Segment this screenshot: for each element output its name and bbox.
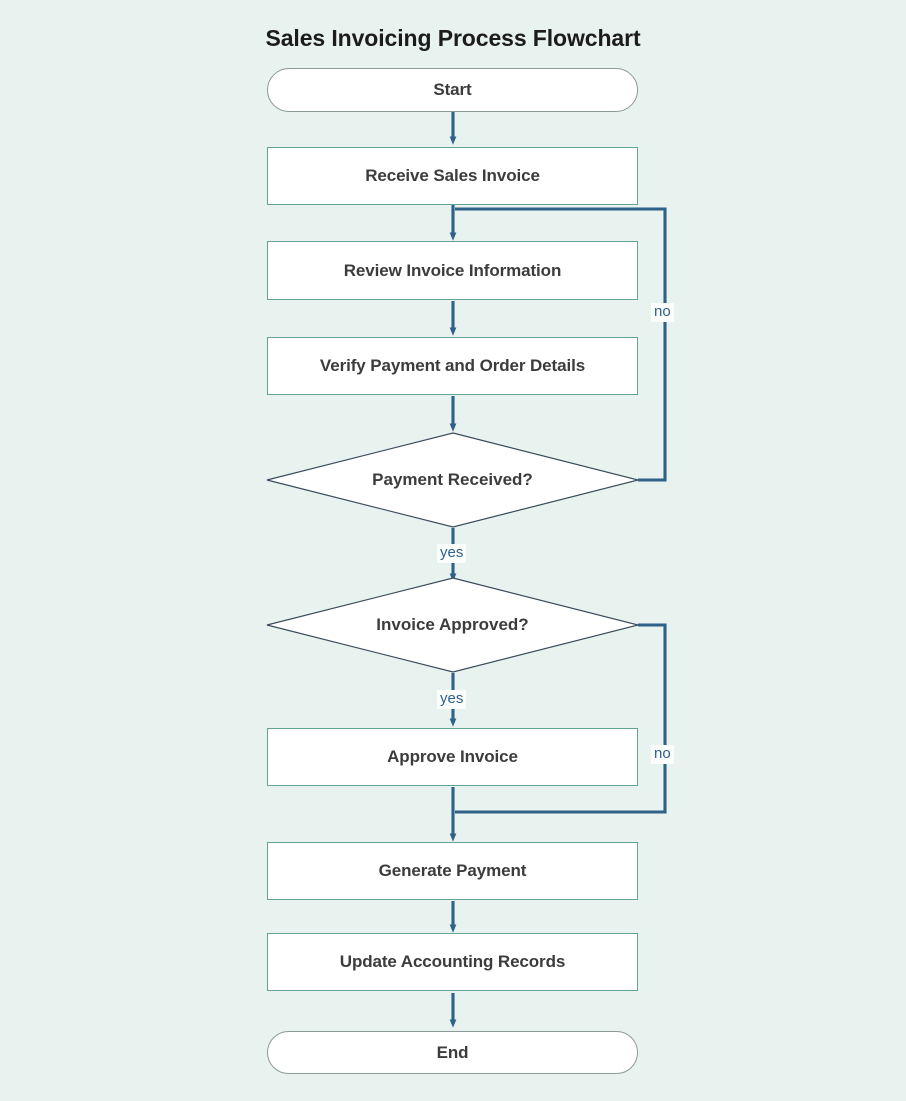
edge-payment-no xyxy=(455,207,667,482)
node-start-label: Start xyxy=(433,80,472,99)
node-generate-payment-label: Generate Payment xyxy=(378,861,527,880)
node-verify-payment-order-details-label: Verify Payment and Order Details xyxy=(319,356,586,375)
node-review-invoice-information-label: Review Invoice Information xyxy=(343,260,562,280)
node-receive-sales-invoice-label: Receive Sales Invoice xyxy=(365,166,540,185)
node-update-accounting-records-label: Update Accounting Records xyxy=(339,952,566,971)
page-title: Sales Invoicing Process Flowchart xyxy=(265,25,641,51)
edge-label-approved-yes: yes xyxy=(437,690,467,709)
node-review-invoice-information[interactable]: Review Invoice Information xyxy=(267,241,638,300)
node-generate-payment[interactable]: Generate Payment xyxy=(267,842,638,900)
edge-label-approved-no: no xyxy=(651,745,674,764)
node-end[interactable]: End xyxy=(267,1031,638,1074)
decision-shape-invoice-approved xyxy=(266,577,639,673)
node-approve-invoice-label: Approve Invoice xyxy=(387,747,518,766)
node-start[interactable]: Start xyxy=(267,68,638,112)
node-approve-invoice[interactable]: Approve Invoice xyxy=(267,728,638,786)
decision-shape-payment-received xyxy=(266,432,639,528)
edge-label-payment-yes: yes xyxy=(437,544,467,563)
node-update-accounting-records[interactable]: Update Accounting Records xyxy=(267,933,638,991)
node-receive-sales-invoice[interactable]: Receive Sales Invoice xyxy=(267,147,638,205)
edge-label-payment-no: no xyxy=(651,303,674,322)
node-verify-payment-order-details[interactable]: Verify Payment and Order Details xyxy=(267,337,638,395)
node-end-label: End xyxy=(436,1042,469,1062)
edge-approved-no xyxy=(455,623,667,814)
